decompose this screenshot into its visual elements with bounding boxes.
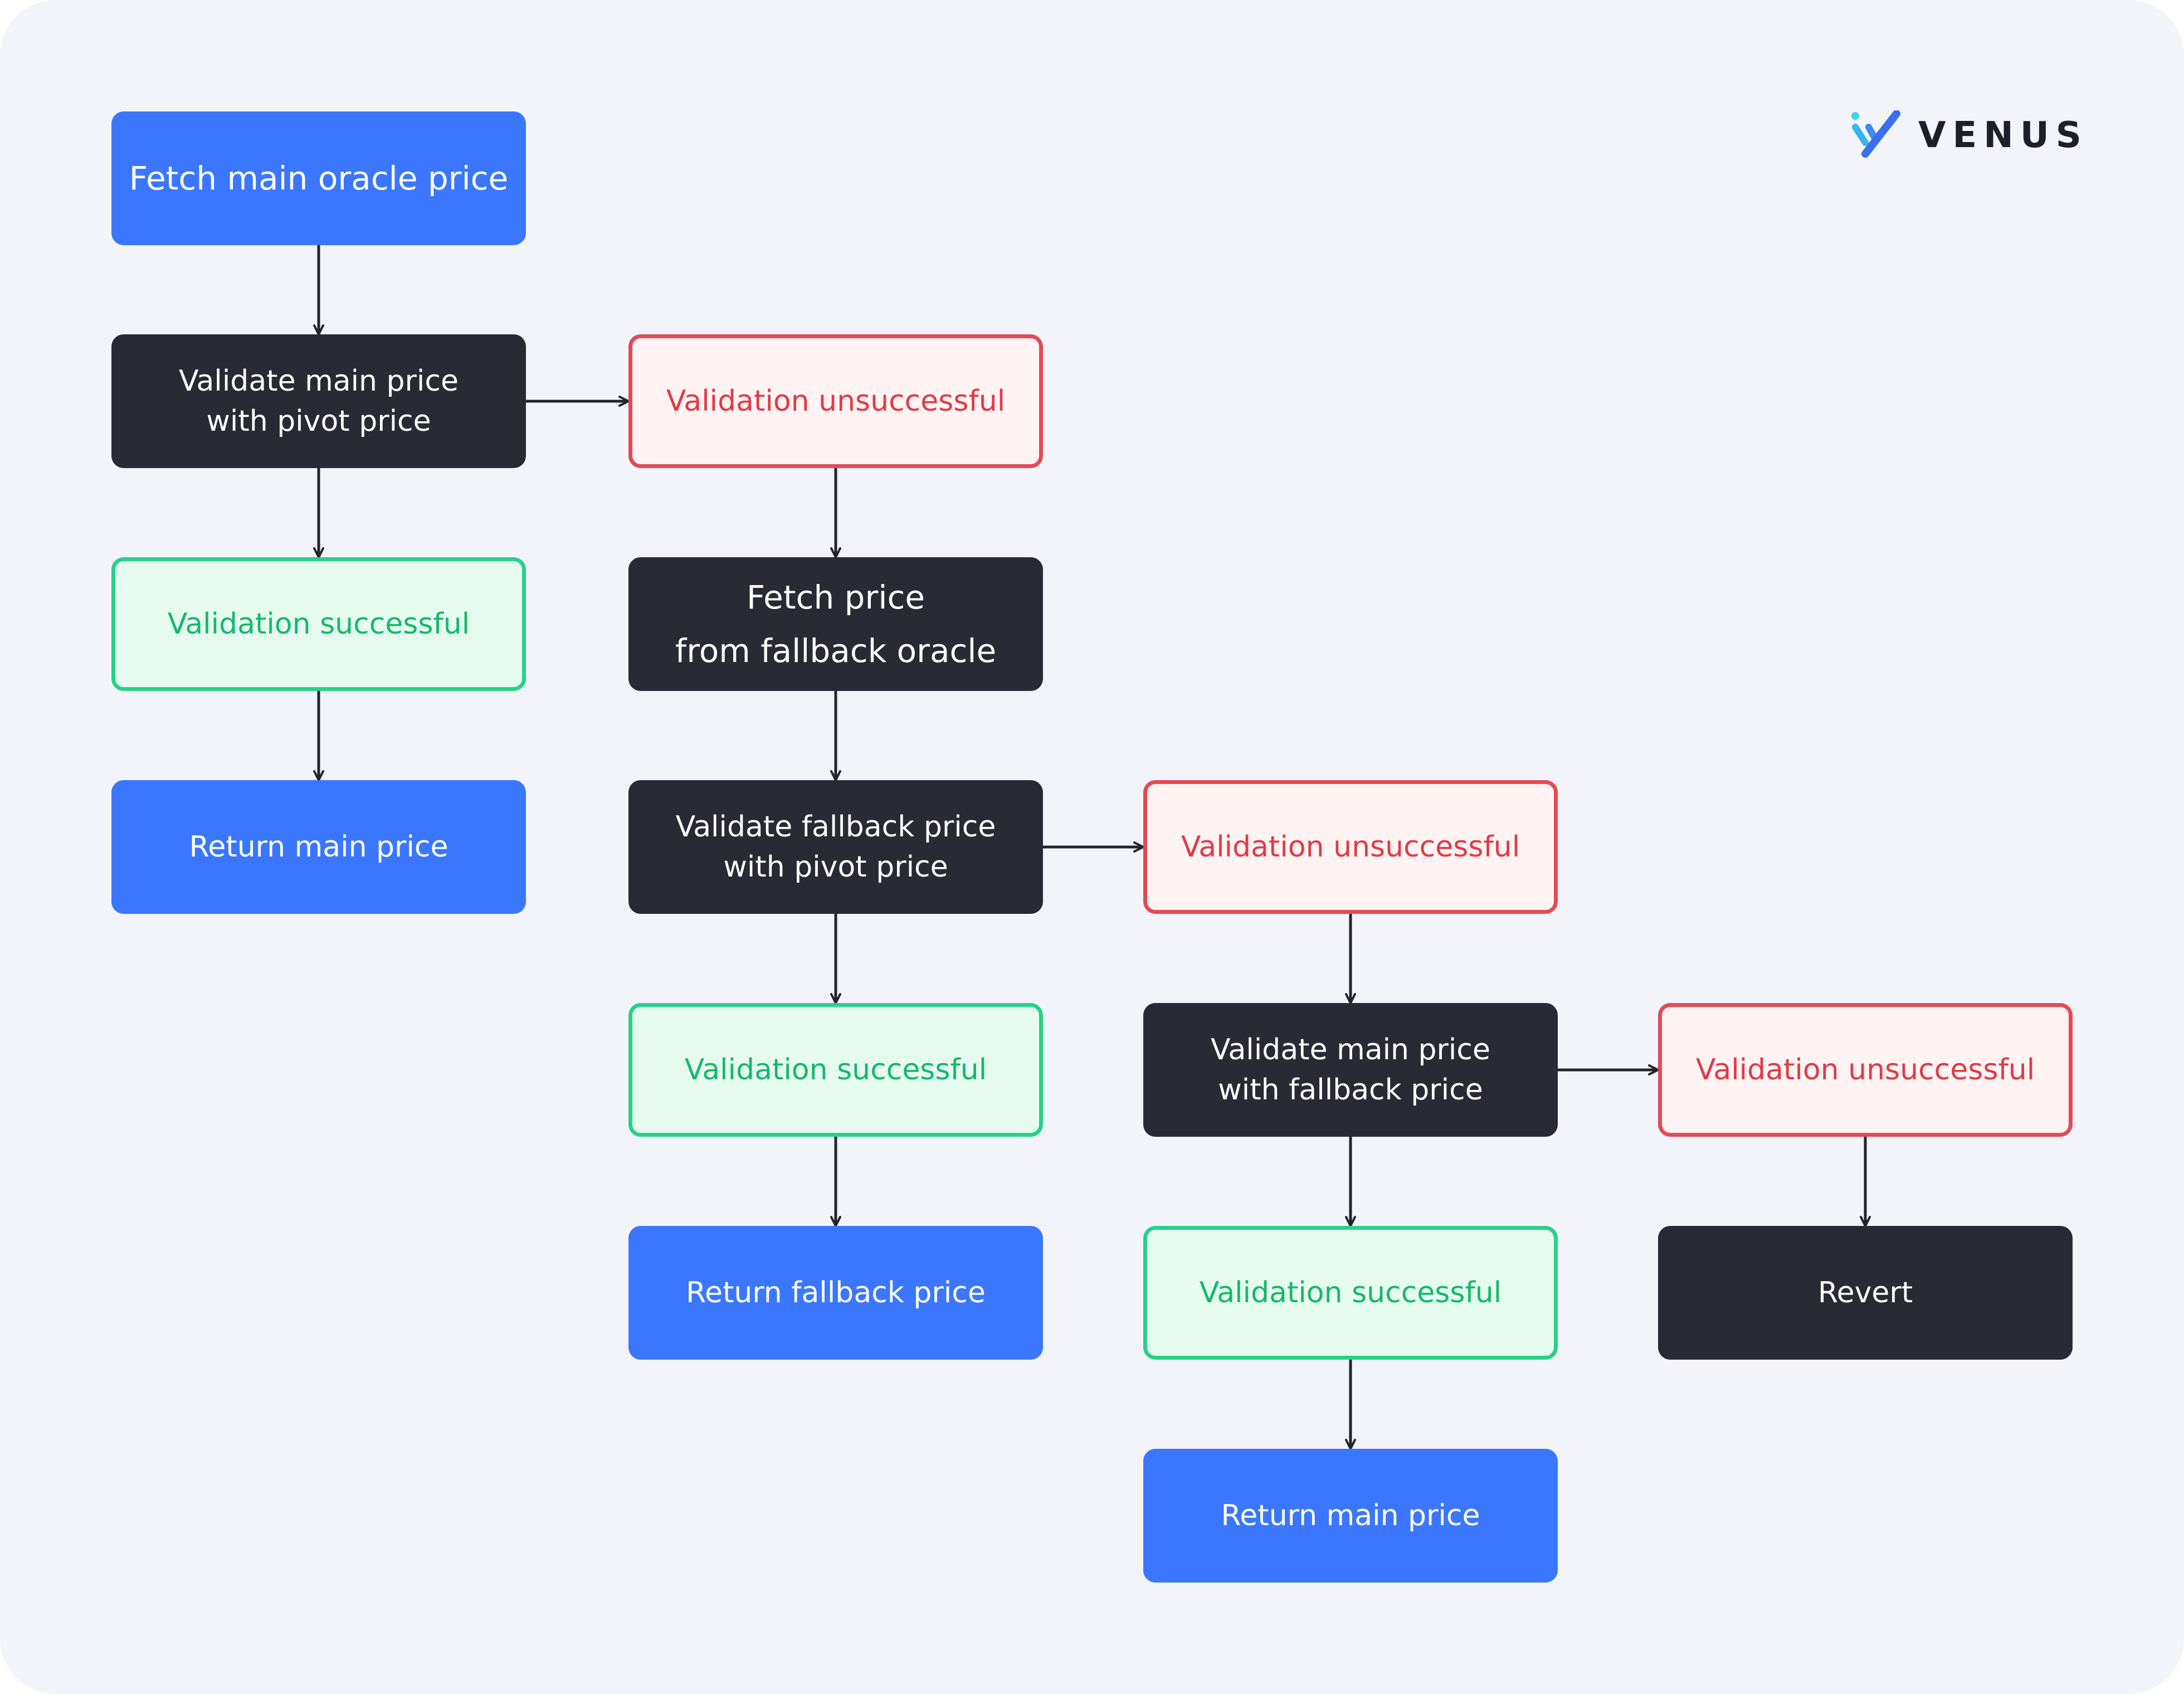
validate-main-with-pivot-node: Validate main price with pivot price	[111, 334, 526, 468]
venus-logo-icon	[1851, 110, 1900, 158]
return-fallback-price-node: Return fallback price	[628, 1226, 1043, 1360]
validate-main-with-fallback-node: Validate main price with fallback price	[1143, 1003, 1558, 1137]
validation-successful-node: Validation successful	[628, 1003, 1043, 1137]
revert-node: Revert	[1658, 1226, 2073, 1360]
fetch-main-oracle-price-node: Fetch main oracle price	[111, 111, 526, 245]
validate-fallback-with-pivot-node: Validate fallback price with pivot price	[628, 780, 1043, 914]
return-main-price-node: Return main price	[1143, 1449, 1558, 1583]
validation-unsuccessful-node: Validation unsuccessful	[1143, 780, 1558, 914]
venus-wordmark: VENUS	[1918, 115, 2088, 156]
return-main-price-node: Return main price	[111, 780, 526, 914]
validation-successful-node: Validation successful	[1143, 1226, 1558, 1360]
validation-unsuccessful-node: Validation unsuccessful	[628, 334, 1043, 468]
validation-unsuccessful-node: Validation unsuccessful	[1658, 1003, 2073, 1137]
validation-successful-node: Validation successful	[111, 557, 526, 691]
venus-logo: VENUS	[1849, 110, 2083, 160]
fetch-fallback-oracle-price-node: Fetch price from fallback oracle	[628, 557, 1043, 691]
